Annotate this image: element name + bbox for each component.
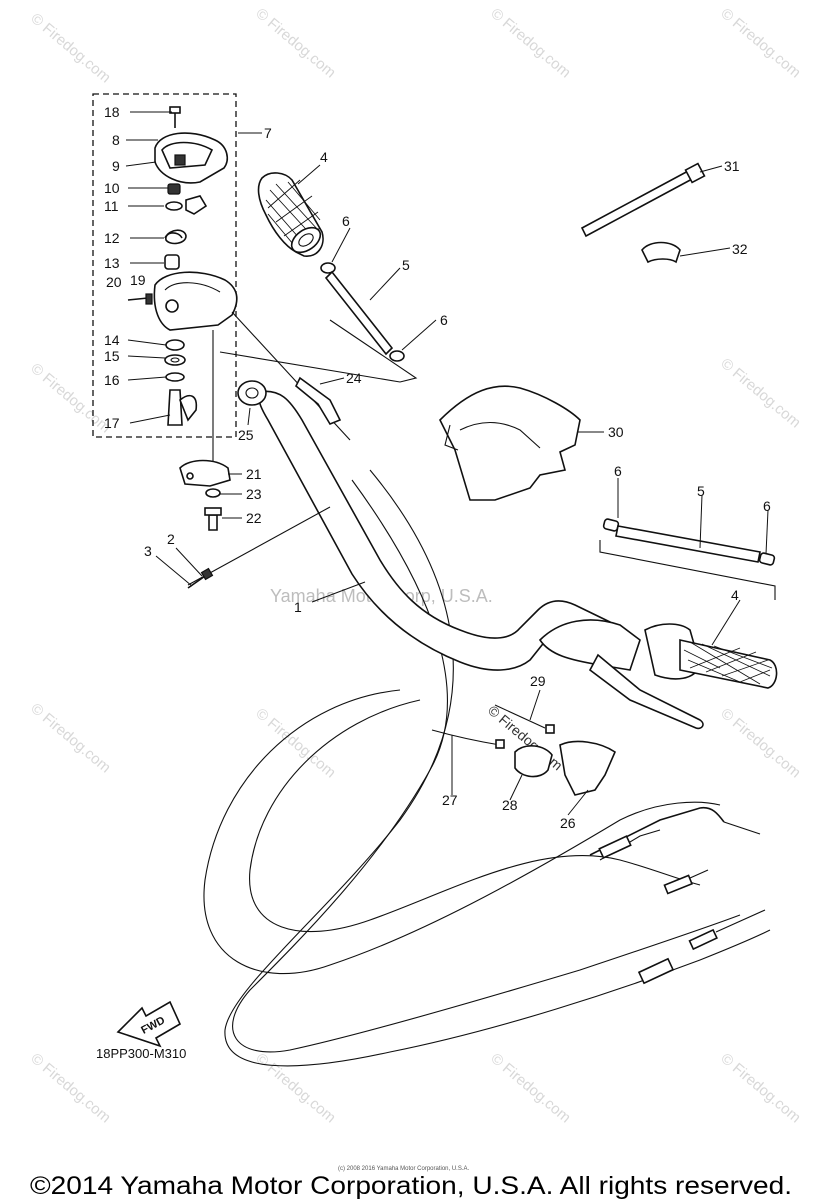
assembly-box (92, 93, 237, 438)
callout-21: 21 (246, 466, 262, 482)
callout-16: 16 (104, 372, 120, 388)
callout-7: 7 (264, 125, 272, 141)
callout-6d: 6 (763, 498, 771, 514)
site-watermark: © Firedog.com (717, 1050, 803, 1126)
callout-20: 20 (106, 274, 122, 290)
callout-8: 8 (112, 132, 120, 148)
callout-31: 31 (724, 158, 740, 174)
fwd-arrow: FWD (116, 1000, 182, 1048)
site-watermark: © Firedog.com (487, 1050, 573, 1126)
callout-6: 6 (342, 213, 350, 229)
site-watermark: © Firedog.com (717, 355, 803, 431)
callout-4b: 4 (731, 587, 739, 603)
callout-11: 11 (104, 198, 119, 214)
callout-6b: 6 (440, 312, 448, 328)
callout-22: 22 (246, 510, 262, 526)
callout-17: 17 (104, 415, 120, 431)
leader-lines (125, 111, 769, 816)
callout-6c: 6 (614, 463, 622, 479)
callout-25: 25 (238, 427, 254, 443)
callout-27: 27 (442, 792, 458, 808)
callout-14: 14 (104, 332, 120, 348)
lever-parts (431, 704, 617, 796)
callout-labels: 1 2 3 4 4 5 5 6 6 6 6 7 8 9 10 11 12 13 … (104, 104, 771, 831)
site-watermark: © Firedog.com (717, 705, 803, 781)
callout-15: 15 (104, 348, 120, 364)
site-watermark: © Firedog.com (27, 1050, 113, 1126)
callout-13: 13 (104, 255, 120, 271)
site-watermark: © Firedog.com (252, 5, 338, 81)
callout-12: 12 (104, 230, 120, 246)
diagram-code: 18PP300-M310 (96, 1046, 186, 1061)
copyright-footer: ©2014 Yamaha Motor Corporation, U.S.A. A… (30, 1172, 792, 1200)
callout-1: 1 (294, 599, 302, 615)
right-lever-assembly (538, 619, 778, 730)
callout-32: 32 (732, 241, 748, 257)
cable-loop (203, 469, 771, 1067)
grip-left (257, 172, 324, 257)
site-watermark: © Firedog.com (27, 360, 113, 436)
callout-30: 30 (608, 424, 624, 440)
site-watermark: © Firedog.com (487, 5, 573, 81)
callout-23: 23 (246, 486, 262, 502)
callout-2: 2 (167, 531, 175, 547)
callout-26: 26 (560, 815, 576, 831)
cable-clip (641, 241, 681, 264)
callout-5b: 5 (697, 483, 705, 499)
callout-3: 3 (144, 543, 152, 559)
small-copyright: (c) 2008 2016 Yamaha Motor Corporation, … (338, 1166, 470, 1172)
hand-guard (439, 385, 581, 501)
tie-strap (580, 162, 706, 238)
cable-ends (589, 806, 766, 985)
site-watermark: © Firedog.com (27, 700, 113, 776)
callout-4: 4 (320, 149, 328, 165)
bar-end-weight-upper (320, 262, 405, 362)
callout-5: 5 (402, 257, 410, 273)
callout-28: 28 (502, 797, 518, 813)
callout-18: 18 (104, 104, 120, 120)
callout-24: 24 (346, 370, 362, 386)
site-watermark: © Firedog.com (717, 5, 803, 81)
site-watermark: © Firedog.com (252, 705, 338, 781)
clamp-parts (179, 330, 231, 531)
callout-9: 9 (112, 158, 120, 174)
site-watermark: © Firedog.com (27, 10, 113, 86)
throttle-cable (219, 311, 418, 441)
callout-19: 19 (130, 272, 146, 288)
site-watermark: © Firedog.com (252, 1050, 338, 1126)
bar-end-weight-right (599, 518, 776, 600)
throttle-assembly (127, 106, 238, 426)
callout-29: 29 (530, 673, 546, 689)
callout-10: 10 (104, 180, 120, 196)
